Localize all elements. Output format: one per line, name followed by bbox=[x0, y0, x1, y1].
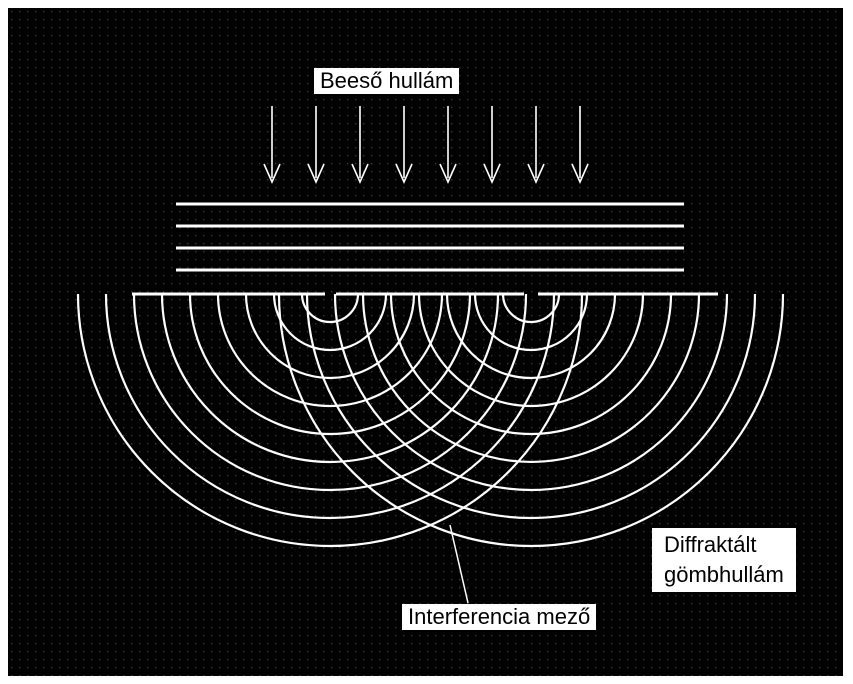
arrow-head bbox=[527, 163, 545, 184]
down-arrow-icon bbox=[483, 106, 501, 184]
wavefront-slit-right bbox=[417, 293, 645, 408]
wavefront-slit-right bbox=[361, 293, 701, 464]
diffracted-wave-line1: Diffraktált bbox=[664, 532, 757, 557]
arrow-head bbox=[483, 163, 501, 184]
arrow-head bbox=[439, 163, 457, 184]
wavefront-slit-right bbox=[277, 293, 785, 548]
wavefront-slit-left bbox=[132, 293, 528, 492]
down-arrow-icon bbox=[307, 106, 325, 184]
arrow-head bbox=[263, 163, 281, 184]
down-arrow-icon bbox=[395, 106, 413, 184]
wavefront-slit-left bbox=[188, 293, 472, 436]
down-arrow-icon bbox=[351, 106, 369, 184]
interference-pointer bbox=[449, 524, 469, 604]
interference-field-label: Interferencia mező bbox=[402, 604, 597, 630]
wavefront-slit-left bbox=[244, 293, 416, 380]
arrow-head bbox=[395, 163, 413, 184]
wavefront-slit-right bbox=[389, 293, 673, 436]
down-arrow-icon bbox=[439, 106, 457, 184]
diffracted-wavefronts bbox=[76, 293, 785, 548]
arrow-head bbox=[351, 163, 369, 184]
wavefront-slit-left bbox=[160, 293, 500, 464]
wavefront-slit-right bbox=[445, 293, 617, 380]
diffracted-wave-line2: gömbhullám bbox=[664, 562, 784, 587]
wavefront-slit-right bbox=[473, 293, 589, 352]
arrow-head bbox=[571, 163, 589, 184]
down-arrow-icon bbox=[571, 106, 589, 184]
wavefront-slit-left bbox=[300, 293, 360, 324]
wavefront-slit-right bbox=[333, 293, 729, 492]
arrow-head bbox=[307, 163, 325, 184]
wavefront-slit-right bbox=[501, 293, 561, 324]
plane-wavefronts bbox=[176, 202, 684, 272]
wavefront-slit-left bbox=[216, 293, 444, 408]
wavefront-slit-left bbox=[76, 293, 584, 548]
wavefront-slit-right bbox=[305, 293, 757, 520]
down-arrow-icon bbox=[527, 106, 545, 184]
wavefront-slit-left bbox=[104, 293, 556, 520]
incident-wave-text: Beeső hullám bbox=[320, 68, 454, 93]
incident-wave-label: Beeső hullám bbox=[314, 68, 460, 94]
diffracted-wave-label: Diffraktált gömbhullám bbox=[652, 528, 796, 592]
incident-arrows bbox=[263, 106, 589, 184]
down-arrow-icon bbox=[263, 106, 281, 184]
interference-field-text: Interferencia mező bbox=[408, 604, 591, 629]
